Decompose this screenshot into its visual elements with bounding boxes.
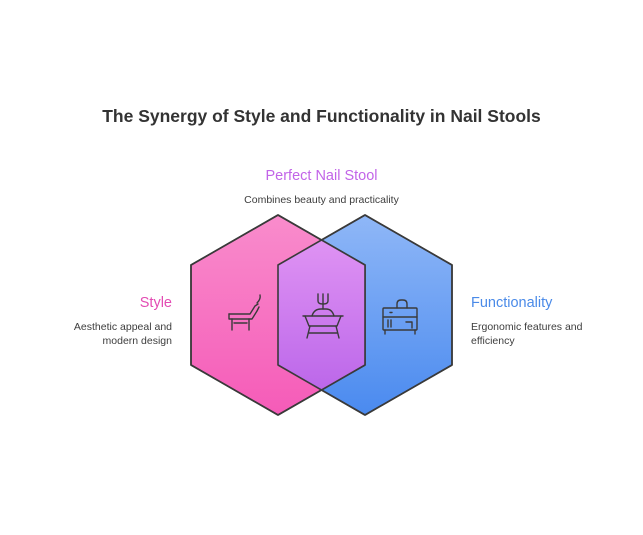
nail-stool-icon <box>302 293 344 339</box>
functionality-heading: Functionality <box>471 295 553 311</box>
cabinet-drawer-icon <box>382 299 418 335</box>
diagram-title: The Synergy of Style and Functionality i… <box>102 106 541 126</box>
style-heading: Style <box>139 295 172 311</box>
style-description: Aesthetic appeal and modern design <box>73 321 172 347</box>
overlap-description: Combines beauty and practicality <box>244 194 399 206</box>
functionality-description: Ergonomic features and efficiency <box>471 321 583 347</box>
overlap-heading: Perfect Nail Stool <box>265 168 378 184</box>
overlap-region <box>278 215 365 415</box>
chaise-lounge-icon <box>228 294 261 331</box>
